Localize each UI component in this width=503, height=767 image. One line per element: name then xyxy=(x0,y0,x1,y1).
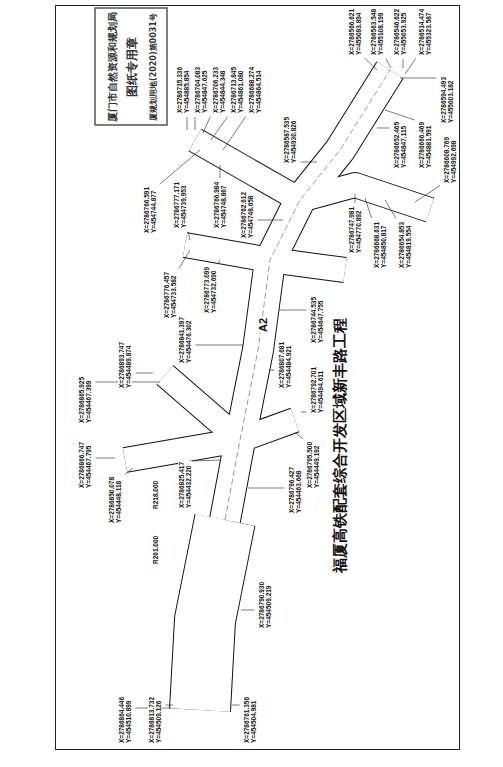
coordinate-label: X=2786761.356 Y=454504.981 xyxy=(243,696,258,744)
leader-line xyxy=(403,59,404,68)
coordinate-label: X=2786715.336 Y=454885.854 xyxy=(176,66,191,114)
drawing-sheet: 厦门市自然资源和规划局图纸专用章厦规划用地(2020)第0031号 X=27868… xyxy=(55,5,460,750)
coordinate-label: X=2786777.171 Y=454739.953 xyxy=(173,181,188,229)
leader-line xyxy=(195,460,220,462)
stamp-border xyxy=(95,8,167,125)
coordinate-label: X=2786666.469 Y=454881.591 xyxy=(418,121,433,169)
coordinate-label: X=2786704.083 Y=454847.625 xyxy=(194,66,209,114)
leader-line xyxy=(400,78,437,79)
leader-line xyxy=(125,468,133,474)
leader-line xyxy=(96,458,116,459)
leader-line xyxy=(258,220,284,221)
coordinate-label: X=2786608.769 Y=454992.698 xyxy=(443,136,458,184)
leader-line xyxy=(136,373,154,374)
leader-line xyxy=(386,59,391,68)
coordinate-label: X=2786706.233 Y=454844.348 xyxy=(212,66,227,114)
coordinate-label: X=2786594.493 Y=455003.182 xyxy=(440,76,455,124)
coordinate-label: X=2786865.925 Y=454467.399 xyxy=(78,376,93,424)
leader-line xyxy=(385,200,396,218)
leader-line xyxy=(211,116,228,140)
leader-line xyxy=(232,705,240,706)
leader-line xyxy=(187,117,188,130)
coordinate-label: X=2786893.747 Y=454489.874 xyxy=(118,341,133,389)
leader-line xyxy=(220,165,221,178)
leader-line xyxy=(241,610,255,611)
coordinate-label: X=2786850.078 Y=454448.118 xyxy=(108,476,123,524)
leader-line xyxy=(385,110,415,120)
road-edges xyxy=(125,70,430,710)
leader-line xyxy=(219,260,220,263)
leader-line xyxy=(365,58,377,70)
leader-line xyxy=(179,250,190,268)
coordinate-label: X=2786790.930 Y=454509.219 xyxy=(258,581,273,629)
road-label: R261.000 xyxy=(152,535,159,565)
leader-line xyxy=(166,705,174,706)
coordinate-label: X=2786841.397 Y=454476.302 xyxy=(178,316,193,364)
leader-line xyxy=(365,198,372,218)
coordinate-label: X=2786654.853 Y=454819.554 xyxy=(398,221,413,269)
leader-line xyxy=(295,432,303,439)
coordinate-label: X=2786766.984 Y=454748.867 xyxy=(213,181,228,229)
leader-line xyxy=(355,194,356,203)
coordinate-label: X=2786864.446 Y=454510.899 xyxy=(118,696,133,744)
leader-line xyxy=(223,116,246,150)
coordinate-label: X=2786813.732 Y=454509.126 xyxy=(148,696,163,744)
drawing-title: 福厦高铁配套综合开发区域新丰路工程 xyxy=(331,316,350,575)
coordinate-label: X=2786747.981 Y=454770.892 xyxy=(348,206,363,254)
coordinate-label: X=2786766.591 Y=454744.877 xyxy=(143,186,158,234)
coordinate-label: X=2786713.845 Y=454861.080 xyxy=(230,66,245,114)
leader-line xyxy=(301,162,318,163)
leader-line xyxy=(301,412,307,413)
leader-line xyxy=(405,58,416,74)
stamp-text: 图纸专用章 xyxy=(126,36,140,98)
leader-line xyxy=(415,186,440,202)
coordinate-label: X=2786668.631 Y=454850.817 xyxy=(373,221,388,269)
coordinate-label: X=2786762.612 Y=454748.658 xyxy=(240,191,255,239)
stamp-text: 厦门市自然资源和规划局 xyxy=(107,11,119,123)
leader-line xyxy=(248,488,285,489)
road-centerline xyxy=(225,70,390,520)
leader-line xyxy=(160,150,200,184)
coordinate-label: X=2786773.099 Y=454732.690 xyxy=(203,266,218,314)
stamp-text: 厦规划用地(2020)第0031号 xyxy=(149,12,158,122)
coordinate-label: X=2786563.548 Y=455108.199 xyxy=(370,8,385,56)
coordinate-label: X=2786792.701 Y=454494.611 xyxy=(310,366,325,414)
coordinate-label: X=2786546.622 Y=455053.925 xyxy=(393,8,408,56)
leader-line xyxy=(203,117,210,133)
coordinate-label: X=2786795.500 Y=454449.192 xyxy=(306,441,321,489)
sheet-frame xyxy=(56,6,460,750)
coordinate-label: X=2786796.427 Y=454463.668 xyxy=(288,466,303,514)
coordinate-label: X=2786807.681 Y=454484.921 xyxy=(278,341,293,389)
leader-line xyxy=(279,310,307,311)
leader-line xyxy=(269,370,275,371)
road-label: R218.000 xyxy=(152,480,159,510)
coordinate-label: X=2786866.747 Y=454467.795 xyxy=(78,441,93,489)
leader-line xyxy=(188,232,190,240)
leader-line xyxy=(196,345,244,346)
leader-line xyxy=(377,128,390,129)
coordinate-label: X=2786744.535 Y=454647.755 xyxy=(310,296,325,344)
coordinate-label: X=2786587.535 Y=454930.826 xyxy=(283,116,298,164)
coordinate-label: X=2786514.474 Y=455323.587 xyxy=(418,8,433,56)
coordinate-label: X=2786688.274 Y=454864.514 xyxy=(248,66,263,114)
coordinate-label: X=2786776.457 Y=454733.582 xyxy=(163,271,178,319)
coordinate-label: X=2786566.621 Y=455083.894 xyxy=(348,8,363,56)
coordinate-label: X=2786825.417 Y=454432.220 xyxy=(178,461,193,509)
road-surface xyxy=(125,70,430,710)
road-label: A2 xyxy=(257,317,270,333)
leader-line xyxy=(195,117,196,130)
coordinate-label: X=2786652.465 Y=454847.115 xyxy=(393,121,408,169)
